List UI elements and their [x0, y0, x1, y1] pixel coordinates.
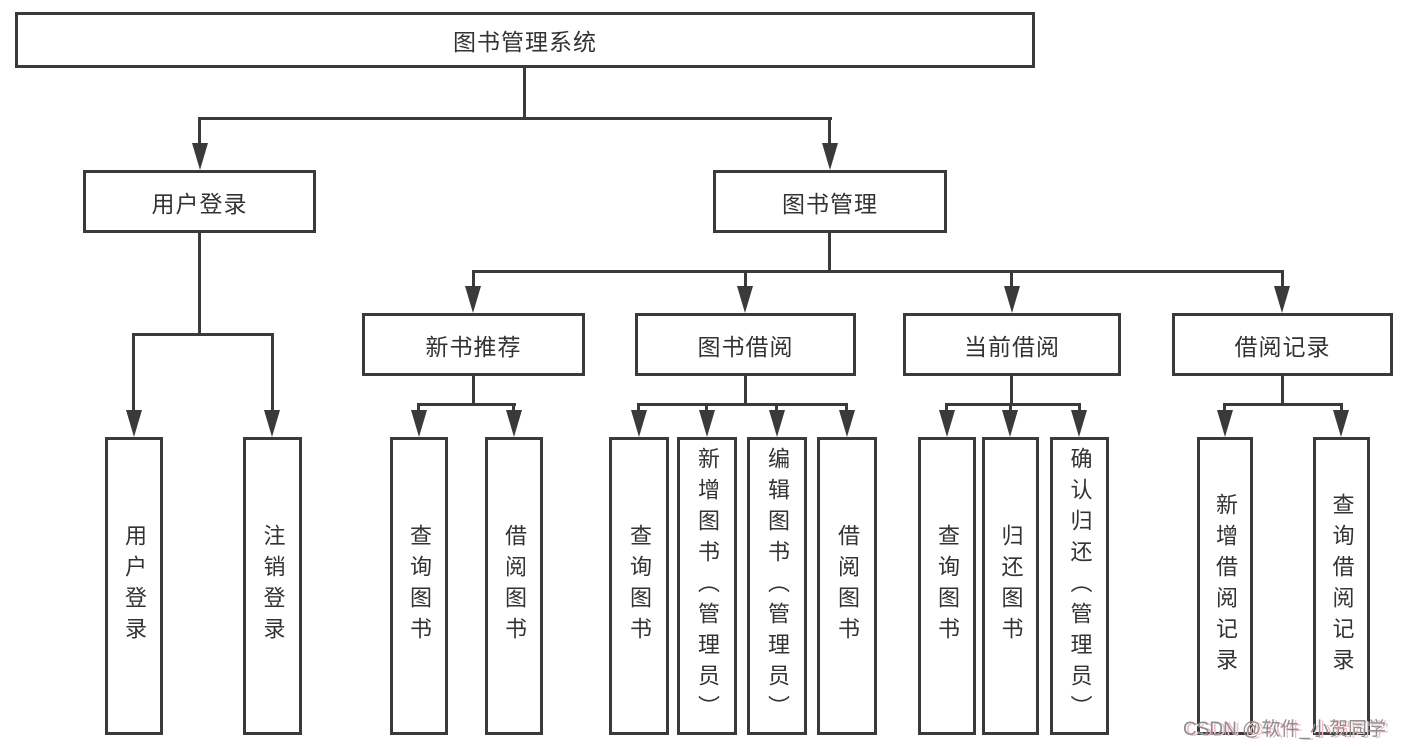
- connector-book-mgmt-feed: [828, 233, 831, 273]
- connector-borrow-records-feed: [1281, 376, 1284, 406]
- connector-stub-borrow-book-rec: [512, 403, 515, 414]
- leaf-query-book-borrow: 查询图书: [609, 437, 669, 735]
- leaf-borrow-book-borrow: 借阅图书: [817, 437, 877, 735]
- connector-stub-current-borrow: [1010, 270, 1013, 286]
- connector-level3-bar: [472, 270, 1284, 273]
- leaf-query-book-rec-label: 查询图书: [407, 524, 432, 648]
- arrowhead-query-book-borrow: [631, 410, 647, 437]
- connector-stub-return-book: [1009, 403, 1012, 414]
- leaf-borrow-book-borrow-label: 借阅图书: [835, 524, 860, 648]
- connector-groupC-bar: [637, 403, 848, 406]
- connector-groupA-bar: [132, 333, 274, 336]
- connector-stub-book-mgmt: [828, 117, 831, 147]
- arrowhead-book-mgmt: [822, 143, 838, 170]
- node-current-borrow-label: 当前借阅: [964, 333, 1060, 360]
- node-current-borrow: 当前借阅: [903, 313, 1121, 376]
- leaf-add-book-label: 新增图书（管理员）: [695, 446, 720, 726]
- node-borrow-records: 借阅记录: [1172, 313, 1393, 376]
- leaf-query-borrow-record-label: 查询借阅记录: [1329, 493, 1355, 679]
- arrowhead-current-borrow: [1004, 286, 1020, 313]
- connector-level2-bar: [198, 117, 832, 120]
- connector-stub-query-book-current: [945, 403, 948, 414]
- connector-groupB-bar: [417, 403, 516, 406]
- csdn-watermark: CSDN @软件_小贺同学: [1183, 719, 1386, 740]
- leaf-user-login: 用户登录: [105, 437, 163, 735]
- leaf-user-login-label: 用户登录: [122, 524, 147, 648]
- leaf-query-book-current: 查询图书: [918, 437, 976, 735]
- leaf-borrow-book-rec-label: 借阅图书: [502, 524, 527, 648]
- node-borrow-records-label: 借阅记录: [1234, 333, 1331, 360]
- arrowhead-confirm-return: [1071, 410, 1087, 437]
- connector-stub-add-book: [705, 403, 708, 414]
- arrowhead-borrow-book-rec: [506, 410, 522, 437]
- connector-groupD-bar: [945, 403, 1081, 406]
- connector-stub-borrow-book-borrow: [845, 403, 848, 414]
- node-book-borrow: 图书借阅: [635, 313, 856, 376]
- arrowhead-borrow-records: [1274, 286, 1290, 313]
- connector-groupE-bar: [1223, 403, 1343, 406]
- connector-stub-leaf-user-login: [132, 333, 135, 413]
- node-user-login: 用户登录: [83, 170, 316, 233]
- arrowhead-query-book-rec: [411, 410, 427, 437]
- arrowhead-query-book-current: [939, 410, 955, 437]
- node-book-borrow-label: 图书借阅: [697, 333, 794, 360]
- arrowhead-query-record: [1333, 410, 1349, 437]
- connector-stub-borrow-records: [1281, 270, 1284, 286]
- leaf-query-book-current-label: 查询图书: [935, 524, 960, 648]
- connector-new-book-rec-feed: [472, 376, 475, 406]
- arrowhead-leaf-logout: [264, 410, 280, 437]
- leaf-confirm-return: 确认归还（管理员）: [1050, 437, 1109, 735]
- leaf-logout-label: 注销登录: [260, 524, 286, 648]
- connector-stub-new-book-rec: [472, 270, 475, 286]
- connector-stub-add-record: [1223, 403, 1226, 414]
- arrowhead-add-book: [699, 410, 715, 437]
- arrowhead-book-borrow: [737, 286, 753, 313]
- leaf-edit-book-label: 编辑图书（管理员）: [765, 446, 790, 726]
- leaf-edit-book: 编辑图书（管理员）: [747, 437, 807, 735]
- leaf-confirm-return-label: 确认归还（管理员）: [1067, 446, 1093, 726]
- connector-stub-edit-book: [775, 403, 778, 414]
- node-new-book-rec-label: 新书推荐: [425, 333, 522, 360]
- leaf-logout: 注销登录: [243, 437, 302, 735]
- leaf-query-borrow-record: 查询借阅记录: [1313, 437, 1370, 735]
- arrowhead-leaf-user-login: [126, 410, 142, 437]
- connector-stub-query-book-borrow: [637, 403, 640, 414]
- leaf-borrow-book-rec: 借阅图书: [485, 437, 543, 735]
- connector-stub-leaf-logout: [271, 333, 274, 413]
- connector-stub-query-book-rec: [417, 403, 420, 414]
- leaf-return-book: 归还图书: [982, 437, 1039, 735]
- node-book-mgmt-label: 图书管理: [782, 190, 878, 217]
- leaf-query-book-rec: 查询图书: [390, 437, 448, 735]
- leaf-add-borrow-record-label: 新增借阅记录: [1213, 493, 1238, 679]
- node-user-login-label: 用户登录: [151, 190, 248, 217]
- leaf-query-book-borrow-label: 查询图书: [627, 524, 652, 648]
- arrowhead-borrow-book-borrow: [839, 410, 855, 437]
- node-new-book-rec: 新书推荐: [362, 313, 585, 376]
- arrowhead-add-record: [1217, 410, 1233, 437]
- leaf-add-borrow-record: 新增借阅记录: [1197, 437, 1253, 735]
- leaf-add-book: 新增图书（管理员）: [677, 437, 737, 735]
- connector-current-borrow-feed: [1010, 376, 1013, 406]
- connector-stub-user-login: [198, 117, 201, 147]
- connector-book-borrow-feed: [744, 376, 747, 406]
- node-book-mgmt: 图书管理: [713, 170, 947, 233]
- arrowhead-user-login: [192, 143, 208, 170]
- arrowhead-return-book: [1002, 410, 1018, 437]
- connector-stub-book-borrow: [744, 270, 747, 286]
- arrowhead-new-book-rec: [465, 286, 481, 313]
- connector-stub-query-record: [1340, 403, 1343, 414]
- arrowhead-edit-book: [769, 410, 785, 437]
- connector-root-feed: [523, 68, 526, 120]
- connector-stub-confirm-return: [1078, 403, 1081, 414]
- node-root-label: 图书管理系统: [453, 29, 597, 55]
- node-root: 图书管理系统: [15, 12, 1035, 68]
- connector-user-login-feed: [198, 233, 201, 336]
- leaf-return-book-label: 归还图书: [998, 524, 1024, 648]
